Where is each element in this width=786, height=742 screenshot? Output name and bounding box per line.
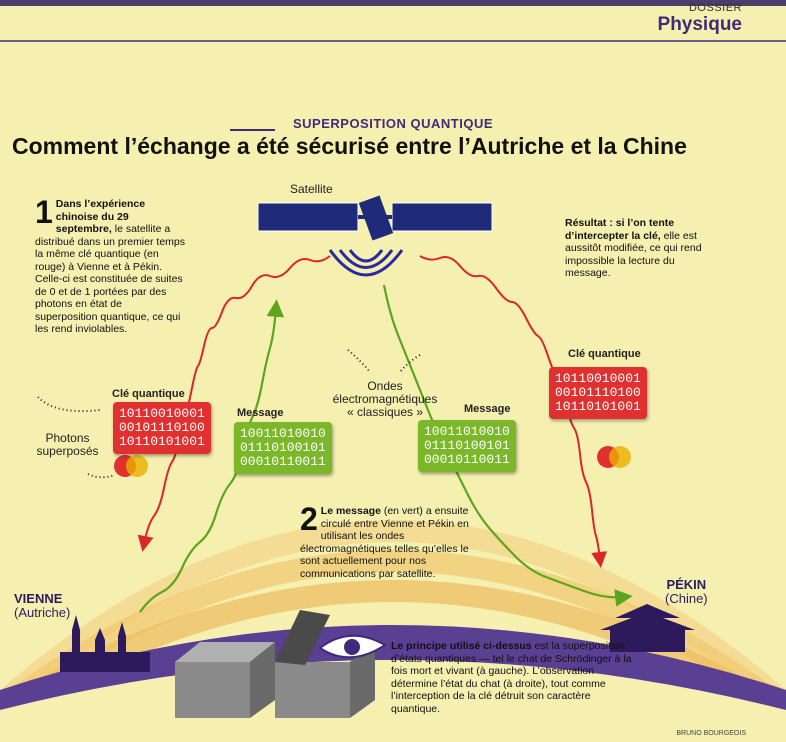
message-wave-vienne-up — [139, 299, 285, 613]
message-label-left: Message — [237, 407, 284, 419]
photon-yellow-left — [126, 455, 148, 477]
atmosphere-band-outer — [0, 520, 786, 720]
result-text: Résultat : si l’on tente d’intercepter l… — [565, 217, 702, 279]
photo-credit: BRUNO BOURGEOIS — [676, 730, 746, 737]
key-wave-to-vienne — [137, 255, 331, 552]
leader-waves-right — [399, 354, 421, 373]
key-label-left: Clé quantique — [112, 388, 185, 400]
pekin-label: PÉKIN(Chine) — [665, 577, 708, 606]
leader-waves-left — [347, 349, 371, 373]
leader-photons — [87, 473, 116, 479]
message-wave-pekin-down — [382, 284, 633, 607]
vienne-skyline-icon — [60, 615, 150, 672]
pekin-skyline-icon — [600, 604, 695, 652]
satellite-icon — [257, 195, 493, 277]
satellite-label: Satellite — [290, 182, 333, 196]
category-label: Physique — [657, 14, 742, 35]
header-rule — [0, 40, 786, 42]
schrodinger-box-closed-icon — [175, 642, 275, 718]
schrodinger-box-open-icon — [275, 610, 375, 718]
key-label-right: Clé quantique — [568, 348, 641, 360]
headline: Comment l’échange a été sécurisé entre l… — [12, 133, 687, 159]
photon-yellow-right — [609, 446, 631, 468]
section-label: DOSSIER — [688, 2, 742, 14]
key-wave-to-pekin — [419, 255, 608, 568]
principle-text: Le principe utilisé ci-dessus est la sup… — [391, 640, 632, 715]
eye-icon — [318, 634, 387, 659]
leader-key-left — [37, 396, 101, 413]
vienne-label: VIENNE(Autriche) — [14, 591, 71, 620]
top-bar — [0, 0, 786, 6]
atmosphere-band-middle — [0, 550, 786, 725]
message-label-right: Message — [464, 403, 511, 415]
kicker: SUPERPOSITION QUANTIQUE — [0, 115, 786, 133]
